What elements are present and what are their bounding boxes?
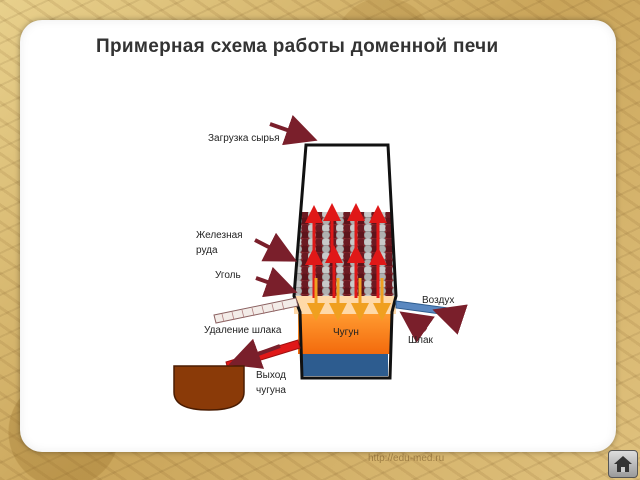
hearth-layer [302,354,388,376]
ladle [173,365,245,411]
air-label: Воздух [422,295,455,306]
pig-iron-label: Чугун [333,327,359,338]
slide-title: Примерная схема работы доменной печи [96,36,499,57]
burden-layer [294,212,396,296]
home-icon [614,456,632,472]
raw-material-label: Загрузка сырья [208,133,280,144]
slag-removal-arrow [228,338,281,369]
raw-material-arrow [269,114,318,146]
iron-output-label: Выход чугуна [256,370,286,396]
iron-ore-arrow [254,232,298,262]
gas-flow-arrows [305,203,387,298]
coal-label: Уголь [215,270,241,281]
air-arrow [432,304,468,335]
slag-removal-label: Удаление шлака [204,325,282,336]
coal-arrow [255,266,298,298]
watermark: http://edu-med.ru [368,453,445,464]
iron-ore-label: Железная руда [196,230,243,256]
slag-removal-pipe [213,297,299,324]
slag-arrow [399,311,435,343]
descent-arrows [307,278,391,321]
slag-label: Шлак [408,335,433,346]
home-button[interactable] [608,450,638,478]
